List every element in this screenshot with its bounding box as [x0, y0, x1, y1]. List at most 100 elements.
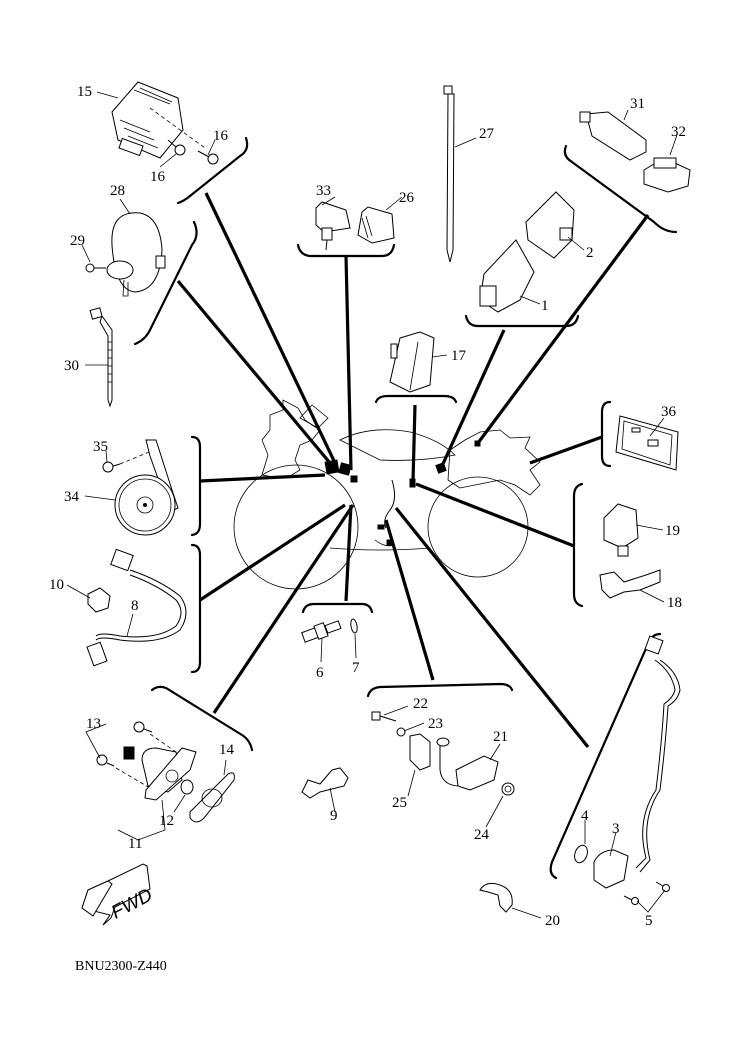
part-9-bracket: [301, 767, 349, 799]
bracket-36: [600, 400, 612, 468]
part-32-cover: [643, 157, 691, 193]
part-34-horn: [114, 439, 179, 536]
part-label: 1: [541, 298, 549, 314]
leader-36: [529, 435, 603, 465]
bracket-28-30: [133, 220, 198, 346]
part-25-damper: [409, 733, 431, 771]
part-label: 10: [49, 577, 64, 593]
part-label: 16: [150, 169, 166, 185]
part-11-valve: [123, 746, 197, 801]
leader-3-5: [394, 506, 590, 749]
part-27-band: [443, 85, 455, 263]
part-label: 25: [392, 795, 407, 811]
part-label: 4: [581, 808, 589, 824]
wire-harness-2: [384, 479, 396, 529]
bracket-18-19: [572, 482, 584, 608]
fuel-tank: [339, 429, 456, 461]
group-brackets: [133, 136, 678, 880]
part-7-gasket: [350, 618, 358, 634]
frame-lower: [329, 547, 431, 551]
part-label: 18: [667, 595, 682, 611]
part-label: 31: [630, 96, 645, 112]
fwd-arrow-icon: FWD: [81, 863, 156, 926]
part-21-sensor: [436, 737, 499, 791]
part-label: 14: [219, 742, 235, 758]
part-23-washer: [396, 727, 406, 737]
bracket-17: [374, 394, 458, 404]
part-17-relay: [389, 331, 435, 393]
part-33-relay: [315, 201, 351, 251]
part-35-bolt: [102, 449, 155, 473]
connector-mark: [324, 459, 340, 475]
part-31-connector: [579, 111, 647, 161]
leader-28-30: [176, 279, 332, 465]
part-label: 15: [77, 84, 92, 100]
motorcycle-outline: [233, 399, 541, 590]
bracket-1-2: [464, 314, 580, 328]
leader-18-19: [415, 482, 575, 548]
part-label: 22: [413, 696, 428, 712]
part-label: 19: [665, 523, 680, 539]
part-label: 20: [545, 913, 560, 929]
part-18-holder: [599, 569, 661, 599]
part-30-band: [89, 307, 113, 408]
part-29-screw: [85, 263, 106, 273]
part-15-regulator: [111, 81, 206, 159]
part-label: 29: [70, 233, 85, 249]
part-label: 5: [645, 913, 653, 929]
part-16-bolts: [167, 139, 219, 165]
part-24-nut: [501, 782, 515, 796]
part-label: 32: [671, 124, 686, 140]
part-label: 34: [64, 489, 80, 505]
part-label: 16: [213, 128, 229, 144]
part-label: 30: [64, 358, 79, 374]
part-label: 12: [159, 813, 174, 829]
part-label: 36: [661, 404, 677, 420]
connector-mark: [377, 524, 385, 530]
rear-wheel: [427, 476, 529, 578]
bracket-26-33: [296, 243, 396, 258]
part-4-oring: [574, 844, 588, 864]
part-label: 7: [352, 660, 360, 676]
part-label: 17: [451, 348, 467, 364]
part-label: 26: [399, 190, 415, 206]
leader-1-2: [440, 329, 506, 467]
bracket-3-5: [549, 632, 662, 880]
leader-15-16: [204, 192, 338, 466]
part-label: 24: [474, 827, 490, 843]
leader-34-35: [199, 473, 326, 483]
part-label: 8: [131, 598, 139, 614]
part-19-sensor: [603, 503, 639, 557]
part-label: 23: [428, 716, 443, 732]
part-26-relay: [357, 206, 395, 244]
part-14-gasket: [189, 772, 235, 823]
leader-17: [411, 404, 417, 483]
leader-31-32: [476, 214, 650, 444]
bracket-15-16: [176, 136, 249, 205]
part-label: 2: [586, 245, 594, 261]
part-8-o2-sensor: [86, 548, 187, 667]
part-label: 27: [479, 126, 495, 142]
part-label: 9: [330, 808, 338, 824]
callout-lines: [66, 91, 678, 919]
bracket-11-14: [150, 685, 254, 752]
part-label: 33: [316, 183, 331, 199]
leader-6-7: [344, 504, 353, 602]
part-36-cover: [615, 415, 679, 471]
leader-21-25: [384, 519, 435, 681]
part-28-horn-cover: [106, 212, 166, 297]
bracket-6-7: [301, 602, 374, 614]
connector-mark: [350, 475, 358, 483]
leader-11-14: [212, 504, 355, 714]
part-5-screws: [623, 881, 670, 905]
part-10-clamp: [87, 587, 111, 613]
leader-8-10: [199, 503, 346, 602]
part-1-ecu: [479, 239, 535, 313]
bracket-31-32: [563, 144, 678, 234]
part-labels: 15 16 16 28 29 30 33 26 27 31 32 2 1 17 …: [49, 84, 686, 929]
part-label: 6: [316, 665, 324, 681]
part-label: 28: [110, 183, 125, 199]
part-label: 21: [493, 729, 508, 745]
